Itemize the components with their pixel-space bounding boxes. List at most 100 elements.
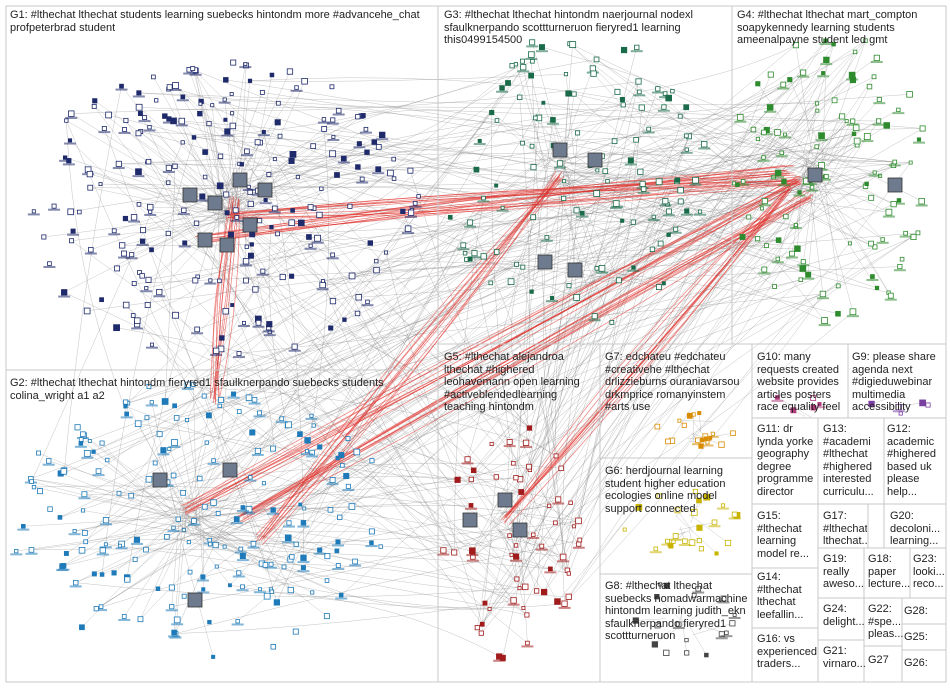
- node-label-mark: [816, 139, 828, 141]
- node: [240, 163, 244, 167]
- node-label-mark: [819, 324, 831, 326]
- node-label-mark: [497, 210, 509, 212]
- node-label-mark: [297, 570, 309, 572]
- node: [231, 303, 234, 306]
- node: [840, 114, 845, 119]
- node: [656, 87, 660, 91]
- node: [824, 57, 830, 63]
- node: [369, 529, 374, 534]
- node: [280, 274, 285, 279]
- group-label-g21: G21: virnaro...: [823, 645, 865, 675]
- node: [666, 95, 672, 101]
- node-label-mark: [360, 132, 372, 134]
- node-label-mark: [333, 114, 345, 116]
- node: [490, 110, 494, 114]
- node: [678, 419, 681, 422]
- edge: [96, 506, 549, 609]
- node-label-mark: [233, 576, 245, 578]
- node-label-mark: [93, 474, 105, 476]
- node: [508, 534, 512, 538]
- node: [637, 90, 641, 94]
- avatar-node: [498, 493, 512, 507]
- node-label-mark: [58, 569, 70, 571]
- node-label-mark: [75, 446, 87, 448]
- node: [628, 158, 633, 163]
- node: [800, 266, 806, 272]
- edge: [71, 107, 922, 129]
- node: [875, 286, 878, 289]
- node: [574, 208, 579, 213]
- node-label-mark: [361, 304, 373, 306]
- node: [198, 111, 203, 116]
- node: [534, 589, 538, 593]
- node: [84, 540, 88, 544]
- node: [169, 585, 174, 590]
- node: [322, 126, 327, 131]
- node: [675, 178, 679, 182]
- node: [530, 290, 533, 293]
- node: [335, 173, 340, 178]
- node: [203, 150, 208, 155]
- node-label-mark: [81, 457, 93, 459]
- node: [93, 99, 97, 103]
- node: [269, 562, 273, 566]
- group-label-g12: G12: academic #highered based uk please …: [887, 423, 946, 503]
- node: [853, 125, 859, 131]
- edge: [272, 592, 503, 658]
- node-label-mark: [100, 546, 112, 548]
- node-label-mark: [306, 455, 318, 457]
- node: [634, 137, 639, 142]
- node-label-mark: [681, 152, 693, 154]
- node-label-mark: [402, 232, 414, 234]
- node: [555, 599, 561, 605]
- node-label-mark: [478, 200, 490, 202]
- node: [218, 154, 223, 159]
- node: [79, 442, 83, 446]
- node: [441, 548, 446, 553]
- node: [762, 198, 767, 203]
- node: [237, 351, 241, 355]
- node: [318, 445, 322, 449]
- node: [137, 91, 141, 95]
- node-label-mark: [520, 446, 532, 448]
- group-label-g14: G14: #lthechat lthechat leefallin...: [757, 571, 819, 625]
- node: [71, 229, 75, 233]
- node: [656, 285, 661, 290]
- node: [230, 92, 233, 95]
- edge: [195, 518, 371, 543]
- node: [250, 232, 255, 237]
- group-label-g22: G22: #spe... pleas...: [868, 603, 904, 639]
- node: [289, 274, 293, 278]
- node: [32, 485, 35, 488]
- node: [747, 215, 751, 219]
- node: [129, 493, 134, 498]
- node: [623, 528, 626, 531]
- node: [836, 284, 840, 288]
- avatar-node: [220, 238, 234, 252]
- group-label-g11: G11: dr lynda yorke geography degree pro…: [757, 423, 819, 503]
- node: [370, 541, 374, 545]
- node-label-mark: [157, 453, 169, 455]
- node: [815, 145, 819, 149]
- node: [299, 503, 302, 506]
- node: [522, 607, 525, 610]
- node-label-mark: [338, 161, 350, 163]
- node: [507, 439, 512, 444]
- group-label-g10: G10: many requests created website provi…: [757, 351, 848, 417]
- node: [678, 187, 684, 193]
- node: [854, 138, 860, 144]
- node-label-mark: [698, 148, 710, 150]
- node: [798, 191, 801, 194]
- node-label-mark: [237, 510, 249, 512]
- node: [132, 281, 136, 285]
- node: [29, 547, 34, 552]
- node: [96, 469, 101, 474]
- node: [267, 172, 271, 176]
- node: [122, 615, 126, 619]
- node: [68, 139, 71, 142]
- node-label-mark: [467, 560, 479, 562]
- node: [58, 515, 62, 519]
- node: [223, 545, 226, 548]
- node-label-mark: [690, 184, 702, 186]
- node: [239, 547, 243, 551]
